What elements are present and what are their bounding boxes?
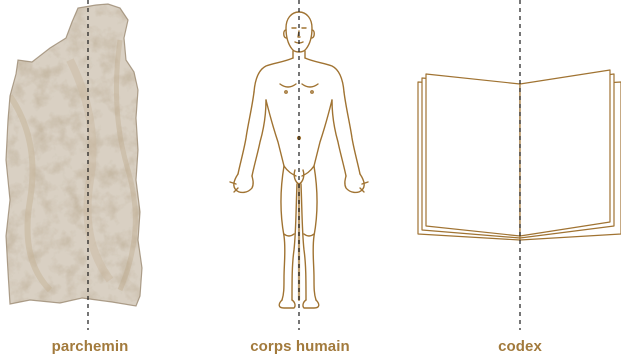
label-human-body: corps humain [220, 338, 380, 360]
label-parchment: parchemin [20, 338, 160, 360]
label-codex: codex [450, 338, 590, 360]
panel-parchment: parchemin [0, 0, 180, 362]
human-body-outline-icon [200, 0, 400, 340]
parchment-sheet-icon [0, 0, 180, 340]
open-book-icon [400, 0, 621, 340]
panel-body: corps humain [200, 0, 400, 362]
panel-codex: codex [400, 0, 621, 362]
